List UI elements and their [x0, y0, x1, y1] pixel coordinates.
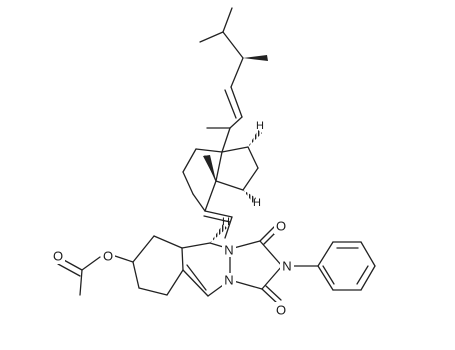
- hash-bond: [243, 190, 256, 203]
- hydrogen-label: H: [222, 216, 230, 228]
- oxygen-label: O: [276, 219, 286, 234]
- wedge-bond: [243, 55, 268, 61]
- hydrogen-label: H: [253, 197, 261, 209]
- nitrogen-label: N: [224, 243, 233, 258]
- atom-labels: O O N N N O O H H H: [51, 120, 294, 318]
- side-chain: [199, 7, 244, 153]
- hash-bond: [210, 224, 227, 243]
- lower-rings: [57, 225, 376, 305]
- hash-bond: [248, 130, 262, 147]
- wedge-bond: [203, 155, 216, 181]
- oxygen-label: O: [276, 303, 286, 318]
- nitrogen-label: N: [282, 259, 291, 274]
- cd-rings: [182, 146, 259, 212]
- oxygen-label: O: [103, 249, 113, 264]
- oxygen-label: O: [53, 249, 63, 264]
- exocyclic-double-bond: [203, 210, 233, 239]
- nitrogen-label: N: [224, 273, 233, 288]
- hydrogen-label: H: [256, 120, 264, 132]
